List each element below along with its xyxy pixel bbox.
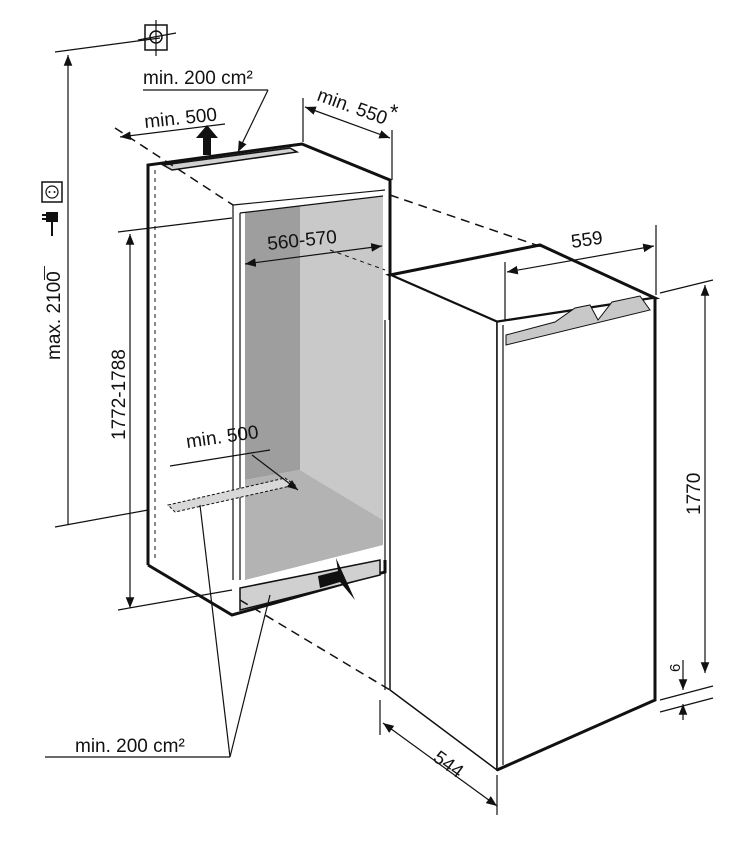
plinth-gap-label: 6	[667, 664, 684, 672]
niche-depth-label: min. 550	[314, 85, 390, 130]
niche-height-label: 1772-1788	[109, 349, 130, 440]
niche-back-panel	[300, 196, 383, 520]
niche-floor	[245, 470, 383, 580]
bottom-vent-grille	[239, 559, 381, 611]
plug-icon	[42, 212, 58, 236]
appliance	[384, 243, 661, 772]
socket-icon	[41, 181, 63, 203]
airflow-arrow-icon	[196, 125, 218, 155]
niche-cabinet	[114, 127, 546, 691]
depth-note-asterisk: *	[390, 100, 399, 125]
bottom-vent-area-label: min. 200 cm²	[75, 736, 185, 757]
dash-mark: —	[35, 266, 51, 280]
mounting-point-icon	[137, 20, 177, 56]
max-height-label: max. 2100	[44, 271, 65, 360]
niche-left-panel	[245, 206, 300, 480]
appliance-width-label: 559	[570, 228, 604, 253]
dimensions	[45, 37, 714, 815]
airflow-arrow-icon	[318, 558, 355, 600]
appliance-depth-label: 544	[429, 747, 467, 783]
door-hinge-panel	[505, 295, 651, 346]
top-vent-area-label: min. 200 cm²	[143, 68, 253, 89]
appliance-height-label: 1770	[684, 473, 705, 515]
top-vent-grille	[160, 147, 300, 171]
